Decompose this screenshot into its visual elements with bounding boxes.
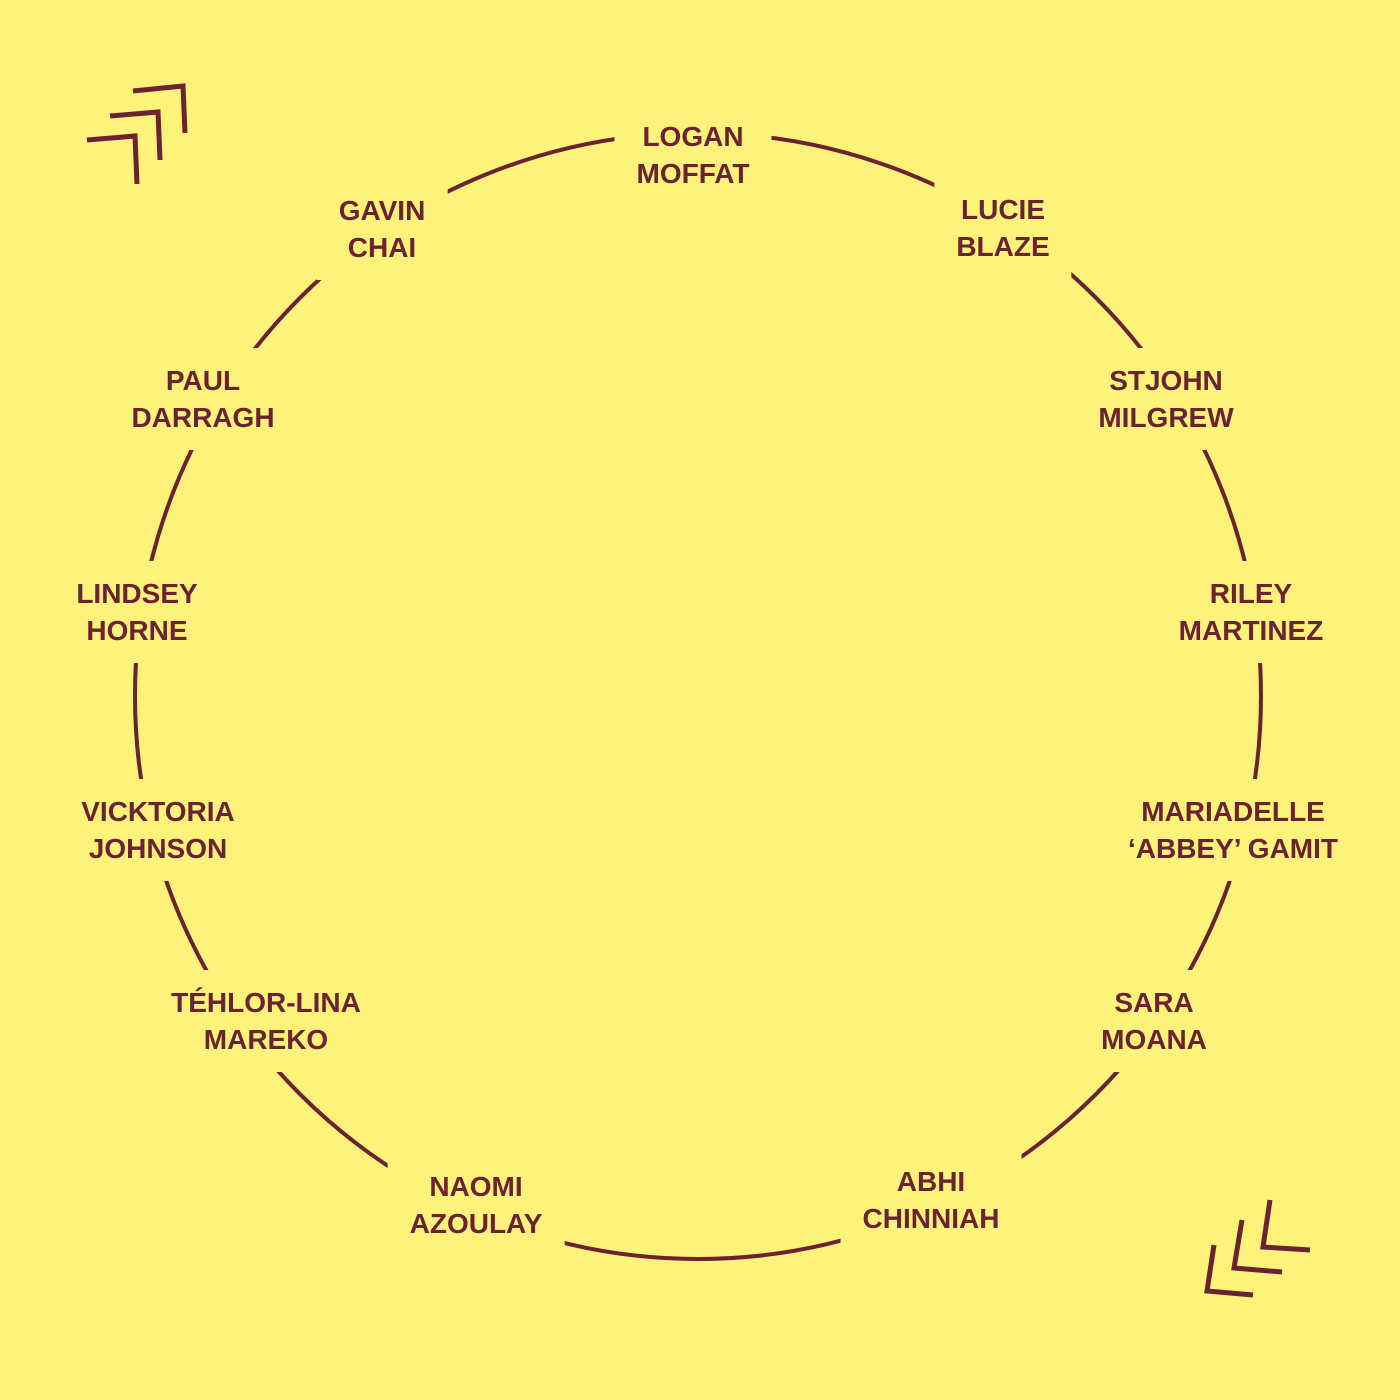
name-label-tehlor-lina-mareko: TÉHLOR-LINA MAREKO xyxy=(149,970,383,1072)
first-name: PAUL xyxy=(165,365,241,396)
last-name: MARTINEZ xyxy=(1178,615,1324,646)
name-label-naomi-azoulay: NAOMI AZOULAY xyxy=(387,1154,565,1256)
first-name: MARIADELLE xyxy=(1141,796,1325,827)
connecting-circle xyxy=(133,131,1263,1261)
last-name: MAREKO xyxy=(203,1024,329,1055)
first-name: GAVIN xyxy=(338,195,426,226)
name-label-lucie-blaze: LUCIE BLAZE xyxy=(934,177,1072,279)
last-name: DARRAGH xyxy=(131,402,275,433)
first-name: STJOHN xyxy=(1109,365,1223,396)
last-name: MOANA xyxy=(1101,1024,1207,1055)
last-name: BLAZE xyxy=(956,231,1050,262)
first-name: NAOMI xyxy=(429,1171,523,1202)
first-name: LUCIE xyxy=(960,194,1045,225)
first-name: SARA xyxy=(1114,987,1194,1018)
last-name: HORNE xyxy=(86,615,188,646)
chevrons-down-left-icon xyxy=(1204,1199,1311,1298)
chevrons-up-right-icon xyxy=(86,83,188,185)
name-label-mariadelle-gamit: MARIADELLE ‘ABBEY’ GAMIT xyxy=(1105,779,1361,881)
name-label-lindsey-horne: LINDSEY HORNE xyxy=(54,561,220,663)
name-label-stjohn-milgrew: STJOHN MILGREW xyxy=(1076,348,1256,450)
first-name: ABHI xyxy=(896,1166,966,1197)
last-name: MILGREW xyxy=(1098,402,1234,433)
last-name: MOFFAT xyxy=(636,158,750,189)
name-label-vicktoria-johnson: VICKTORIA JOHNSON xyxy=(59,779,257,881)
last-name: JOHNSON xyxy=(88,833,228,864)
name-label-riley-martinez: RILEY MARTINEZ xyxy=(1156,561,1346,663)
name-label-logan-moffat: LOGAN MOFFAT xyxy=(614,104,772,206)
name-label-paul-darragh: PAUL DARRAGH xyxy=(109,348,297,450)
last-name: CHAI xyxy=(347,232,417,263)
first-name: RILEY xyxy=(1209,578,1293,609)
first-name: LINDSEY xyxy=(76,578,198,609)
first-name: VICKTORIA xyxy=(81,796,235,827)
name-label-abhi-chinniah: ABHI CHINNIAH xyxy=(840,1149,1022,1251)
last-name: CHINNIAH xyxy=(862,1203,1000,1234)
name-label-sara-moana: SARA MOANA xyxy=(1079,970,1229,1072)
first-name: TÉHLOR-LINA xyxy=(171,987,361,1018)
last-name: AZOULAY xyxy=(409,1208,543,1239)
last-name: ‘ABBEY’ GAMIT xyxy=(1127,833,1339,864)
name-label-gavin-chai: GAVIN CHAI xyxy=(316,178,448,280)
first-name: LOGAN xyxy=(642,121,744,152)
